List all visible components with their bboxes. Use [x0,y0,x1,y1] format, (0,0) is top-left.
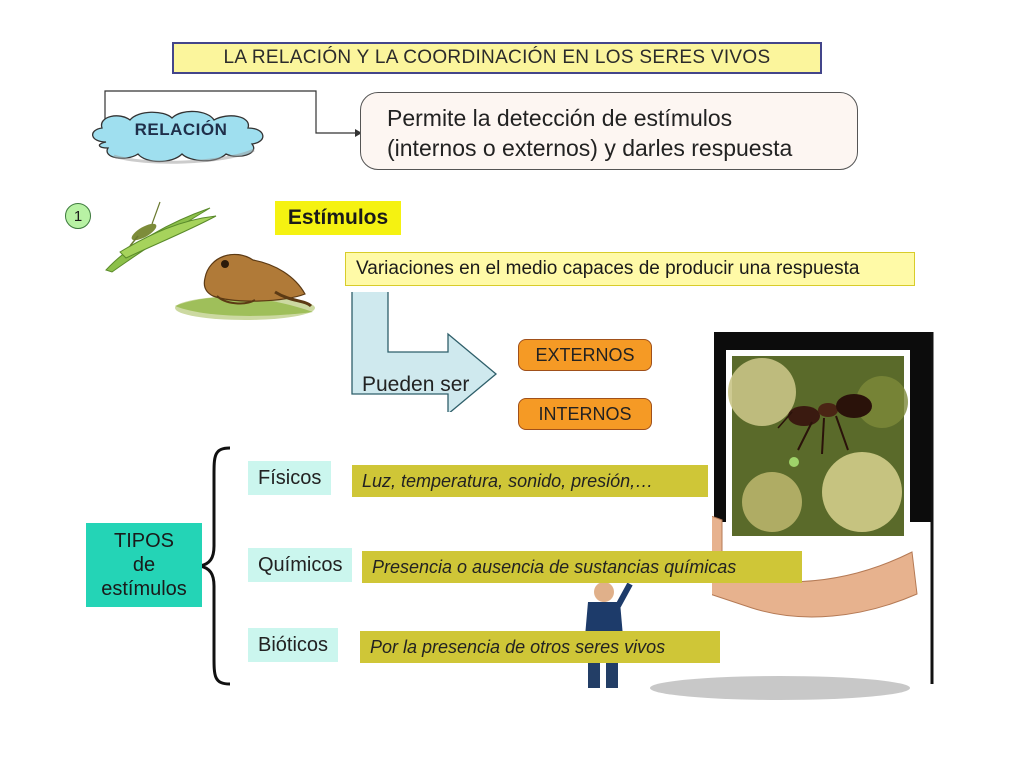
page-title: LA RELACIÓN Y LA COORDINACIÓN EN LOS SER… [172,42,822,74]
tipos-title-line-2: de [132,554,156,576]
tipos-title-line-3: estímulos [101,578,187,600]
arrow-label: Pueden ser [362,373,470,396]
grasshopper-icon [105,201,217,273]
tipos-box: TIPOS de estímulos [86,523,202,607]
tipos-title-line-1: TIPOS [113,530,174,552]
ant-photo-icon [611,332,934,684]
tipo-label-quimicos: Químicos [248,548,353,582]
stimuli-definition: Variaciones en el medio capaces de produ… [345,252,915,286]
definition-line-1: Permite la detección de estímulos [387,105,733,131]
cloud-shape [92,110,264,164]
tipo-desc-quimicos: Presencia o ausencia de sustancias quími… [362,551,802,583]
tipo-desc-bioticos: Por la presencia de otros seres vivos [360,631,720,663]
tipo-label-bioticos: Bióticos [248,628,339,662]
externos-badge: EXTERNOS [518,339,652,371]
brace-icon [199,446,231,686]
relacion-label: RELACIÓN [134,120,228,139]
tipo-desc-fisicos: Luz, temperatura, sonido, presión,… [352,465,708,497]
ant-photo-panel [611,332,934,684]
frog-icon [175,253,315,320]
definition-line-2: (internos o externos) y darles respuesta [387,135,793,161]
section-number-badge: 1 [65,203,91,229]
internos-badge: INTERNOS [518,398,652,430]
relacion-definition: Permite la detección de estímulos (inter… [360,92,858,170]
tipo-label-fisicos: Físicos [248,461,332,495]
section-heading: Estímulos [275,201,401,235]
bent-arrow-icon [351,292,498,412]
